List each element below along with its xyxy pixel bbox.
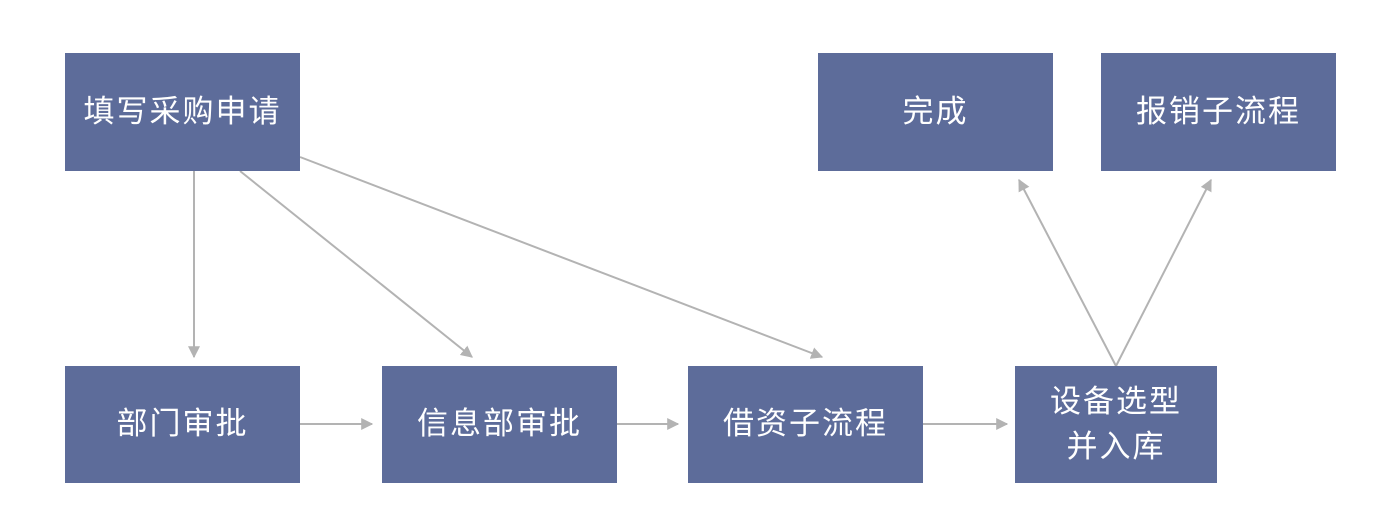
node-done: 完成 bbox=[818, 53, 1053, 171]
node-department-approval: 部门审批 bbox=[65, 366, 300, 483]
node-label-line1: 设备选型 bbox=[1050, 383, 1182, 420]
node-label: 信息部审批 bbox=[417, 406, 582, 443]
edge-select-to-done bbox=[1018, 178, 1117, 367]
node-label-line2: 并入库 bbox=[1066, 428, 1166, 465]
node-reimbursement-subprocess: 报销子流程 bbox=[1101, 53, 1336, 171]
node-label: 报销子流程 bbox=[1136, 93, 1301, 130]
node-label: 部门审批 bbox=[116, 406, 249, 443]
node-fill-purchase-request: 填写采购申请 bbox=[65, 53, 300, 171]
edge-select-to-reimb bbox=[1115, 178, 1212, 367]
node-label-group: 设备选型 并入库 bbox=[1050, 380, 1182, 470]
edge-fill-to-borrow bbox=[299, 156, 824, 359]
node-borrow-subprocess: 借资子流程 bbox=[688, 366, 923, 483]
node-label: 借资子流程 bbox=[723, 406, 888, 443]
node-info-dept-approval: 信息部审批 bbox=[382, 366, 617, 483]
edge-fill-to-info bbox=[239, 170, 473, 358]
node-label: 填写采购申请 bbox=[83, 93, 282, 130]
node-device-selection-warehousing: 设备选型 并入库 bbox=[1015, 366, 1217, 483]
node-label: 完成 bbox=[902, 93, 969, 130]
